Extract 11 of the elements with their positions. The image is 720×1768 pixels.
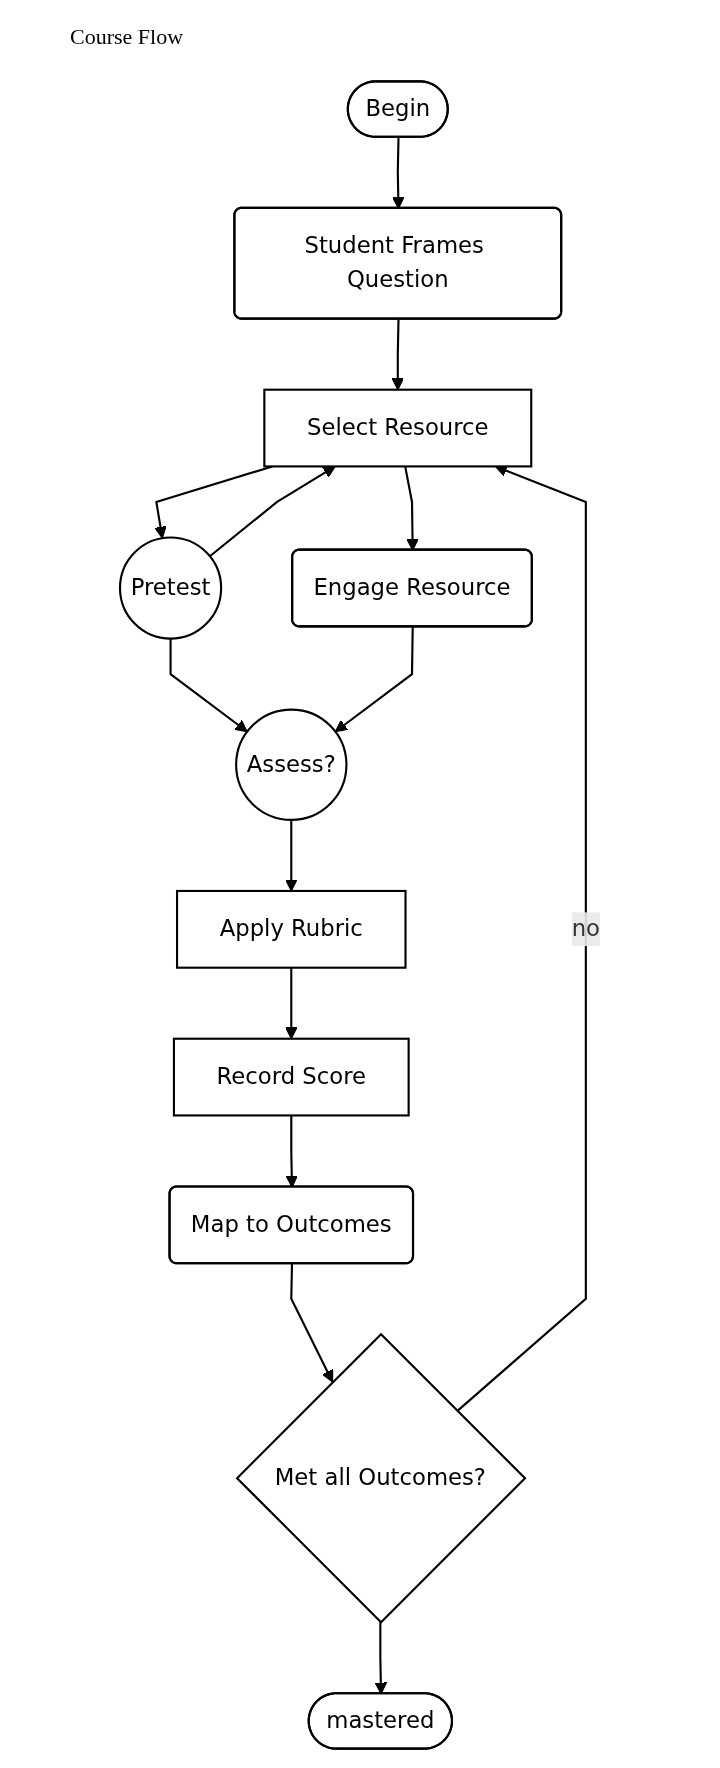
node-box: Apply Rubric [176,889,407,969]
edge-label: no [571,915,600,943]
node-circle: Pretest [118,536,223,640]
diagram-title: Course Flow [70,24,184,50]
node-diamond: Met all Outcomes? [235,1332,527,1624]
arrow [290,1263,334,1383]
arrow [334,627,414,733]
node-box: Select Resource [263,388,533,468]
node-circle: Assess? [235,708,348,821]
node-box: Record Score [172,1037,410,1117]
arrow [169,638,248,733]
